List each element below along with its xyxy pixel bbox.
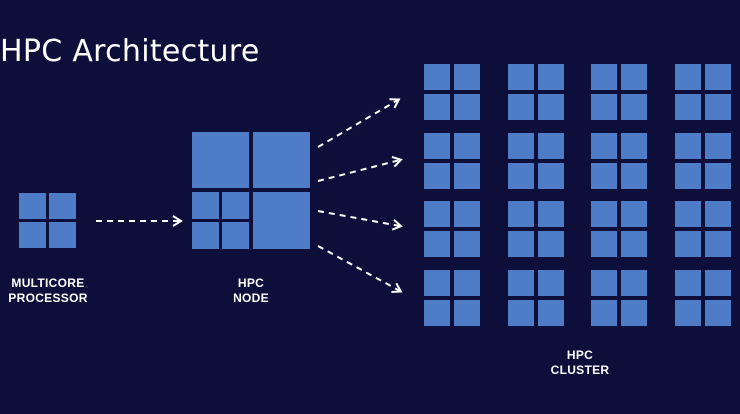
cluster-core	[538, 163, 564, 189]
cluster-core	[424, 163, 450, 189]
cluster-core	[538, 201, 564, 227]
cluster-core	[454, 94, 480, 120]
cluster-core	[621, 94, 647, 120]
cluster-core	[508, 133, 534, 159]
cluster-core	[675, 201, 701, 227]
cluster-core	[508, 163, 534, 189]
processor-core	[19, 193, 46, 219]
cluster-core	[508, 300, 534, 326]
node-large-block	[253, 192, 310, 249]
cluster-core	[454, 300, 480, 326]
cluster-core	[675, 270, 701, 296]
cluster-core	[705, 270, 731, 296]
cluster-core	[705, 201, 731, 227]
cluster-core	[621, 231, 647, 257]
cluster-core	[621, 133, 647, 159]
cluster-core	[621, 201, 647, 227]
node-large-block	[192, 132, 249, 188]
cluster-core	[508, 270, 534, 296]
cluster-core	[705, 133, 731, 159]
cluster-core	[424, 64, 450, 90]
cluster-label-line2: CLUSTER	[550, 363, 610, 377]
cluster-core	[675, 300, 701, 326]
cluster-core	[508, 64, 534, 90]
processor-core	[19, 222, 46, 248]
multicore-processor-label: MULTICORE PROCESSOR	[0, 276, 96, 306]
cluster-core	[591, 270, 617, 296]
cluster-core	[591, 133, 617, 159]
cluster-core	[454, 201, 480, 227]
cluster-core	[424, 94, 450, 120]
cluster-core	[508, 94, 534, 120]
cluster-core	[508, 231, 534, 257]
cluster-core	[454, 163, 480, 189]
cluster-core	[538, 94, 564, 120]
cluster-core	[705, 64, 731, 90]
page-title: HPC Architecture	[0, 34, 260, 69]
cluster-core	[538, 300, 564, 326]
cluster-core	[675, 163, 701, 189]
processor-core	[49, 193, 76, 219]
cluster-core	[705, 94, 731, 120]
node-label-line2: NODE	[233, 291, 269, 305]
cluster-core	[591, 163, 617, 189]
cluster-core	[424, 231, 450, 257]
node-small-block	[222, 192, 249, 219]
cluster-core	[591, 64, 617, 90]
node-small-block	[222, 222, 249, 249]
processor-label-line1: MULTICORE	[11, 276, 85, 290]
cluster-core	[705, 300, 731, 326]
hpc-node-label: HPC NODE	[211, 276, 291, 306]
cluster-core	[424, 270, 450, 296]
cluster-core	[675, 231, 701, 257]
cluster-core	[424, 300, 450, 326]
cluster-core	[538, 64, 564, 90]
processor-label-line2: PROCESSOR	[8, 291, 88, 305]
cluster-core	[621, 64, 647, 90]
arrow-node-to-cluster-row3	[317, 210, 403, 231]
node-label-line1: HPC	[237, 276, 265, 290]
cluster-core	[621, 270, 647, 296]
cluster-core	[591, 201, 617, 227]
cluster-core	[538, 231, 564, 257]
cluster-core	[591, 231, 617, 257]
cluster-core	[675, 64, 701, 90]
node-large-block	[253, 132, 310, 188]
cluster-core	[508, 201, 534, 227]
cluster-core	[675, 94, 701, 120]
cluster-core	[621, 300, 647, 326]
cluster-core	[454, 64, 480, 90]
cluster-core	[675, 133, 701, 159]
cluster-core	[591, 94, 617, 120]
cluster-core	[454, 270, 480, 296]
cluster-core	[621, 163, 647, 189]
arrow-node-to-cluster-row2	[317, 155, 403, 182]
arrow-node-to-cluster-row4	[317, 245, 403, 294]
cluster-core	[591, 300, 617, 326]
cluster-core	[538, 270, 564, 296]
cluster-core	[538, 133, 564, 159]
node-small-block	[192, 222, 219, 249]
arrow-node-to-cluster-row1	[317, 98, 401, 148]
cluster-core	[424, 201, 450, 227]
cluster-core	[454, 133, 480, 159]
cluster-core	[454, 231, 480, 257]
cluster-label-line1: HPC	[566, 348, 594, 362]
cluster-core	[424, 133, 450, 159]
cluster-core	[705, 231, 731, 257]
hpc-cluster-label: HPC CLUSTER	[530, 348, 630, 378]
node-small-block	[192, 192, 219, 219]
cluster-core	[705, 163, 731, 189]
processor-core	[49, 222, 76, 248]
